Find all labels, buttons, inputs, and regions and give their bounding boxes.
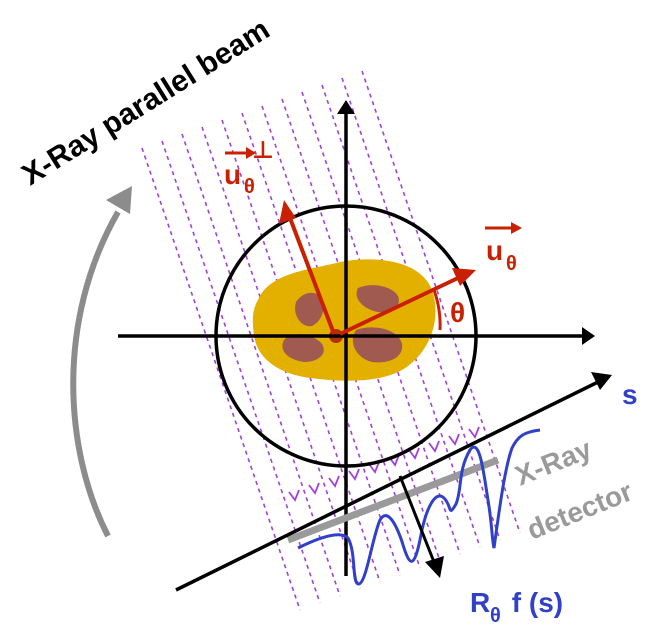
- detector-label-line1: X-Ray: [511, 433, 597, 492]
- svg-text:f (s): f (s): [504, 587, 563, 618]
- svg-text:u: u: [486, 235, 503, 266]
- svg-text:θ: θ: [506, 253, 517, 275]
- theta-label: θ: [450, 297, 465, 328]
- s-axis-arrowhead: [591, 372, 612, 390]
- projection-direction-arrow: [398, 475, 436, 563]
- projection-label: R θ f (s): [470, 587, 563, 627]
- object-inner-region-1: [295, 292, 324, 327]
- u-theta-perp-vector: [279, 200, 336, 335]
- imaged-object: [252, 259, 436, 381]
- u-theta-vector: [339, 268, 476, 336]
- s-axis: [175, 380, 599, 592]
- projection-direction-arrowhead: [425, 556, 444, 578]
- svg-text:⊥: ⊥: [252, 137, 274, 164]
- detector-label-line2: detector: [523, 475, 637, 545]
- svg-text:u: u: [224, 159, 241, 190]
- y-axis-arrowhead: [337, 100, 355, 114]
- u-theta-label: u θ: [485, 222, 522, 275]
- rotation-arrowhead: [106, 186, 132, 214]
- xray-detector: [286, 456, 500, 544]
- theta-angle-arc: [432, 289, 442, 331]
- u-theta-perp-label: u θ ⊥: [224, 137, 274, 198]
- svg-text:θ: θ: [244, 176, 255, 198]
- beam-arrowheads: [288, 426, 480, 502]
- projection-profile-curve: [297, 428, 541, 586]
- x-axis-arrowhead: [582, 327, 595, 345]
- object-inner-region-2: [356, 285, 399, 313]
- rotation-arrow: [70, 210, 121, 538]
- object-inner-region-3: [282, 334, 324, 362]
- s-axis-label: s: [622, 379, 638, 410]
- svg-text:θ: θ: [490, 605, 501, 627]
- svg-text:R: R: [470, 587, 490, 618]
- object-outer-region: [252, 259, 436, 381]
- xray-parallel-beam: [141, 70, 521, 611]
